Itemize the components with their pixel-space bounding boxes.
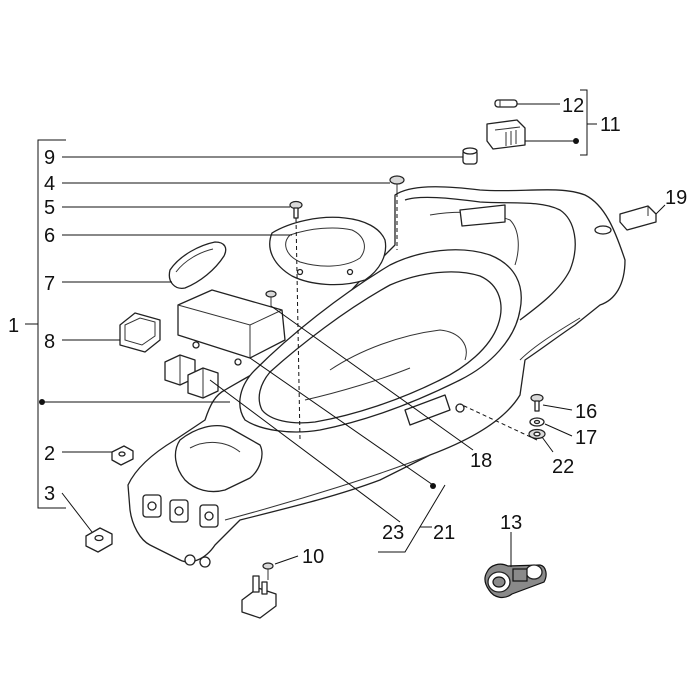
callout-10: 10 (302, 546, 324, 568)
callout-18: 18 (470, 450, 492, 472)
callout-5: 5 (44, 197, 55, 219)
part-13-lock (484, 563, 547, 599)
part-18-tray (177, 289, 286, 366)
callout-8: 8 (44, 331, 55, 353)
callout-labels: 1 2 3 4 5 6 7 8 9 10 11 12 13 16 17 18 1… (8, 95, 687, 568)
callout-7: 7 (44, 273, 55, 295)
callout-12: 12 (562, 95, 584, 117)
callout-23: 23 (382, 522, 404, 544)
part-16-screw (530, 393, 544, 412)
callout-19: 19 (665, 187, 687, 209)
part-22-washer (528, 428, 546, 440)
part-7-seal (168, 241, 227, 289)
part-2-clip-nut (111, 445, 134, 466)
leader-lines (39, 103, 666, 567)
part-5-screw (289, 200, 303, 219)
callout-21: 21 (433, 522, 455, 544)
callout-16: 16 (575, 401, 597, 423)
part-10-bracket (241, 562, 277, 619)
part-3-clip-nut (85, 527, 113, 553)
callout-13: 13 (500, 512, 522, 534)
part-17-washer (529, 417, 545, 427)
helmet-compartment-body (127, 186, 626, 568)
callout-22: 22 (552, 456, 574, 478)
part-19-cover (619, 205, 657, 231)
part-23-clips (164, 354, 219, 399)
callout-3: 3 (44, 483, 55, 505)
part-12-pin (494, 99, 518, 108)
part-8-clip (119, 312, 161, 353)
bracket-11 (580, 89, 597, 156)
callout-17: 17 (575, 427, 597, 449)
callout-11: 11 (600, 114, 621, 136)
callout-6: 6 (44, 225, 55, 247)
part-9-cap (462, 147, 478, 165)
part-6-lid (269, 216, 387, 286)
callout-1: 1 (8, 315, 19, 337)
part-11-latch (486, 119, 526, 150)
callout-2: 2 (44, 443, 55, 465)
callout-9: 9 (44, 147, 55, 169)
bracket-1 (25, 139, 66, 509)
bracket-21 (378, 484, 446, 553)
callout-4: 4 (44, 173, 55, 195)
part-18-screw (265, 290, 277, 306)
part-4-screw (389, 175, 405, 193)
